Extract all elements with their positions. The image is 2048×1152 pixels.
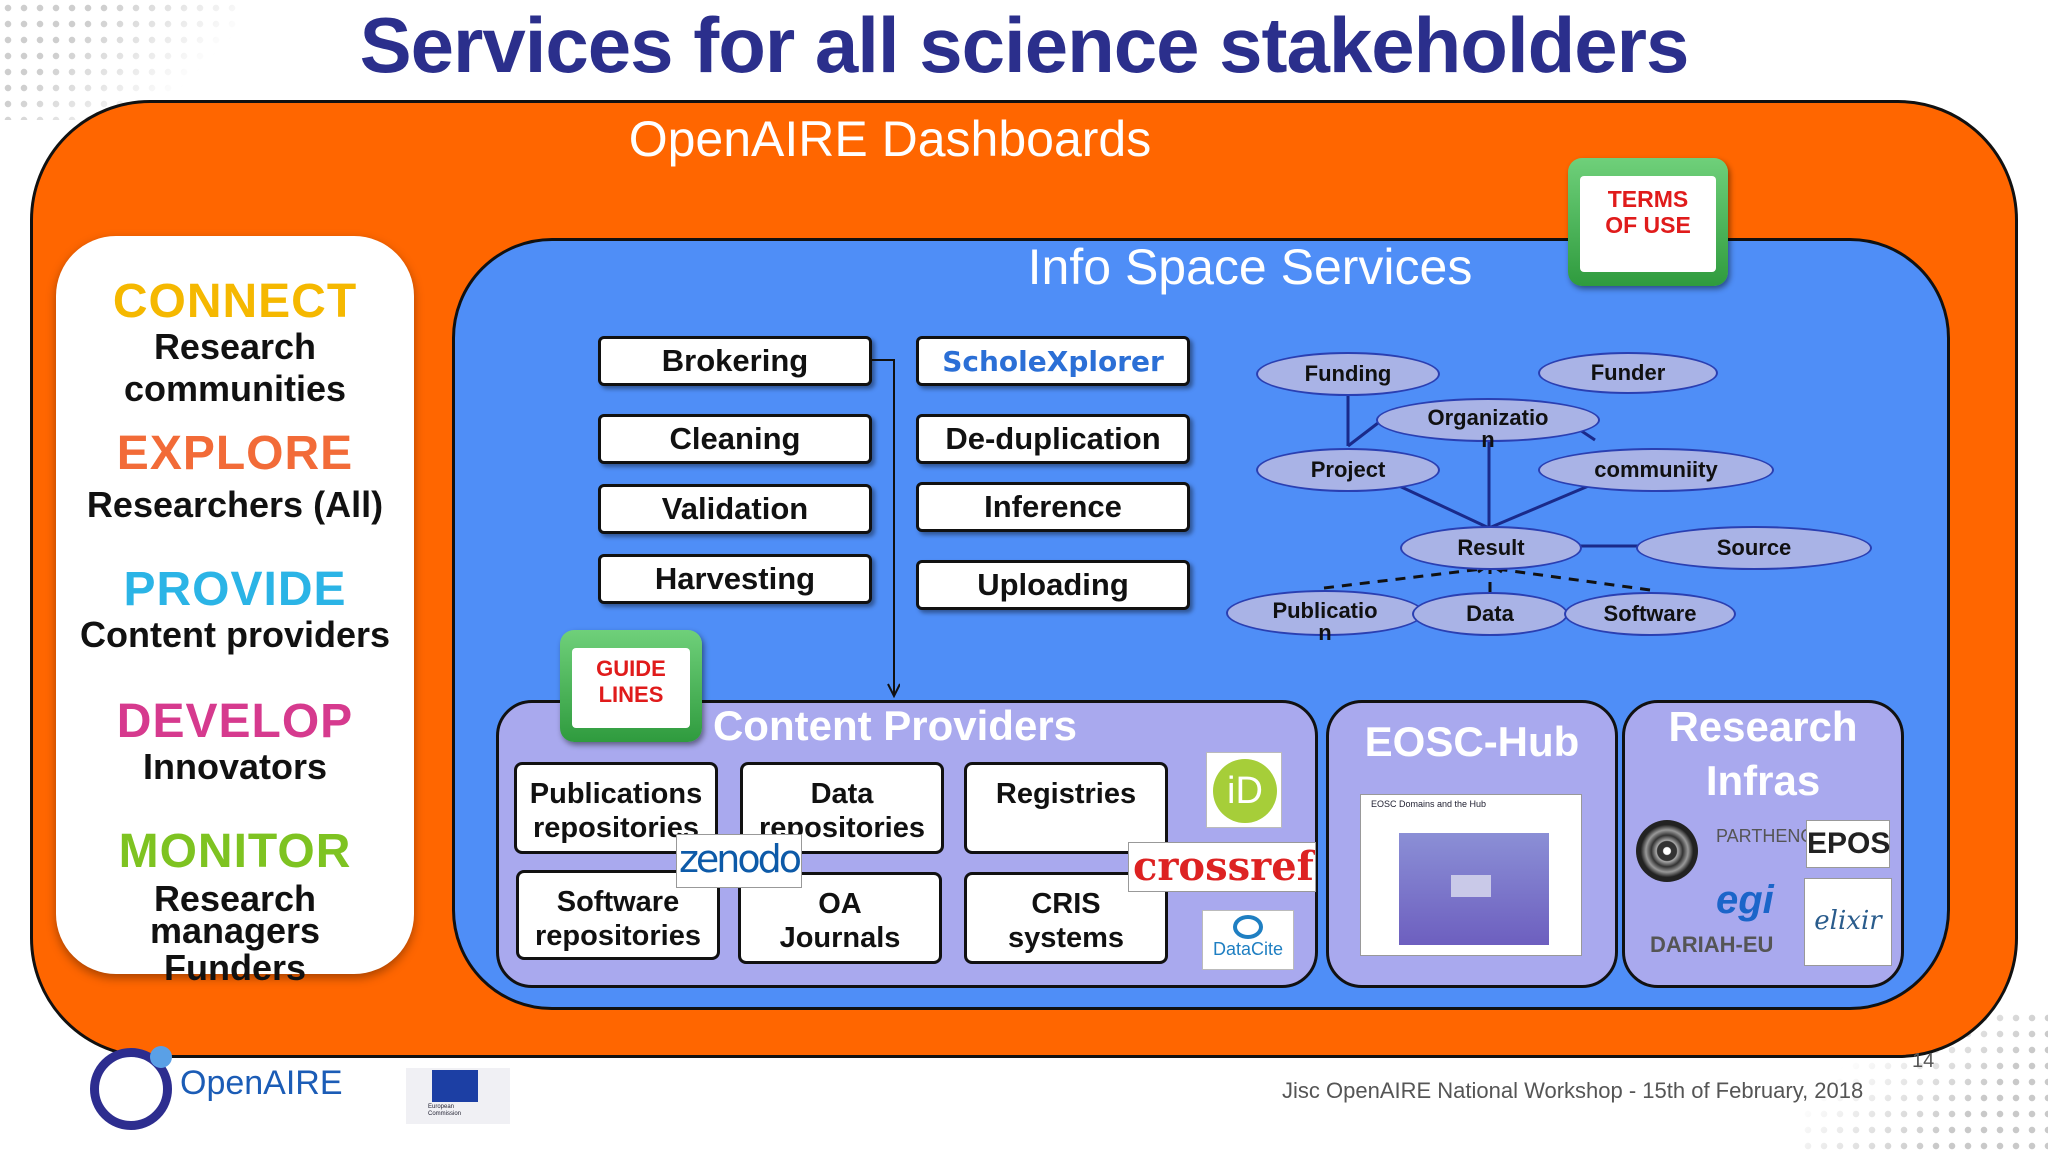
elixir-logo-text: elixir bbox=[1814, 906, 1882, 936]
service-brokering: Brokering bbox=[598, 336, 872, 386]
provide-heading: PROVIDE bbox=[123, 563, 347, 616]
terms-line-1: TERMS bbox=[1607, 186, 1689, 212]
zenodo-logo-text: zenodo bbox=[678, 837, 802, 881]
eu-flag-icon bbox=[432, 1070, 478, 1102]
explore-heading: EXPLORE bbox=[116, 427, 354, 480]
stakeholder-monitor: MONITOR Research managers Funders bbox=[56, 828, 414, 990]
brokering-connector bbox=[872, 359, 900, 699]
cp-box-1-line-1: Publications bbox=[529, 778, 703, 810]
develop-sub-1: Innovators bbox=[142, 746, 328, 787]
node-software: Software bbox=[1564, 592, 1736, 636]
cp-box-5-line-1: OA bbox=[818, 888, 862, 920]
node-result: Result bbox=[1400, 526, 1582, 570]
openaire-brand-text: OpenAIRE bbox=[180, 1064, 343, 1102]
terms-line-2: OF USE bbox=[1605, 212, 1691, 238]
cp-box-1-line-2: repositories bbox=[533, 812, 699, 844]
service-harvesting: Harvesting bbox=[598, 554, 872, 604]
stakeholder-connect: CONNECT Research communities bbox=[56, 278, 414, 410]
datacite-logo-text: DataCite bbox=[1212, 939, 1284, 959]
cp-box-6-line-2: systems bbox=[1007, 922, 1125, 954]
research-infras-line-1: Research bbox=[1668, 703, 1858, 750]
stakeholder-explore: EXPLORE Researchers (All) bbox=[56, 430, 414, 526]
monitor-sub-2: managers bbox=[149, 910, 321, 951]
monitor-heading: MONITOR bbox=[118, 825, 352, 878]
service-uploading: Uploading bbox=[916, 560, 1190, 610]
node-organization-label: Organizatio n bbox=[1427, 405, 1549, 452]
crossref-logo-text: crossref bbox=[1133, 843, 1314, 890]
connect-sub-2: communities bbox=[123, 368, 347, 409]
crossref-logo: crossref bbox=[1128, 842, 1316, 892]
stakeholders-panel: CONNECT Research communities EXPLORE Res… bbox=[56, 236, 414, 988]
orcid-icon-text: iD bbox=[1227, 770, 1263, 812]
openaire-logo-icon bbox=[90, 1048, 172, 1130]
node-community: communiity bbox=[1538, 448, 1774, 492]
datacite-icon bbox=[1233, 915, 1263, 939]
node-funder: Funder bbox=[1538, 352, 1718, 394]
egi-logo-text: egi bbox=[1716, 878, 1774, 922]
research-infras-label: Research Infras bbox=[1622, 700, 1904, 808]
cp-box-4-line-1: Software bbox=[556, 886, 680, 918]
connect-sub-1: Research bbox=[153, 326, 317, 367]
dashboards-label: OpenAIRE Dashboards bbox=[628, 111, 1152, 167]
footer-event-text: Jisc OpenAIRE National Workshop - 15th o… bbox=[1282, 1078, 1864, 1103]
service-validation: Validation bbox=[598, 484, 872, 534]
terms-of-use-text: TERMS OF USE bbox=[1580, 176, 1716, 272]
service-deduplication: De-duplication bbox=[916, 414, 1190, 464]
eosc-hub-diagram-image: EOSC Domains and the Hub bbox=[1360, 794, 1582, 956]
content-providers-label: Content Providers bbox=[712, 702, 1078, 749]
node-organization: Organizatio n bbox=[1376, 398, 1600, 451]
stakeholder-develop: DEVELOP Innovators bbox=[56, 698, 414, 788]
cp-box-2-line-1: Data bbox=[810, 778, 874, 810]
service-inference: Inference bbox=[916, 482, 1190, 532]
cris-systems: CRIS systems bbox=[964, 872, 1168, 964]
guide-line-2: LINES bbox=[598, 682, 664, 707]
orcid-icon: iD bbox=[1213, 759, 1277, 823]
cp-box-3-line-1: Registries bbox=[995, 778, 1137, 810]
monitor-sub-1: Research bbox=[153, 878, 317, 919]
service-scholexplorer: ScholeXplorer bbox=[916, 336, 1190, 386]
eu-flag-logo: European Commission bbox=[406, 1068, 510, 1124]
info-space-label: Info Space Services bbox=[1027, 239, 1473, 295]
node-funding: Funding bbox=[1256, 352, 1440, 396]
provide-sub-1: Content providers bbox=[79, 614, 391, 655]
epos-logo: EPOS bbox=[1806, 820, 1890, 868]
dariah-logo-text: DARIAH-EU bbox=[1650, 932, 1774, 957]
parthenos-logo-text: PARTHENOS bbox=[1716, 826, 1827, 846]
guide-line-1: GUIDE bbox=[596, 656, 666, 681]
parthenos-icon bbox=[1636, 820, 1698, 882]
node-project: Project bbox=[1256, 448, 1440, 492]
datacite-logo: DataCite bbox=[1202, 910, 1294, 970]
service-cleaning: Cleaning bbox=[598, 414, 872, 464]
zenodo-logo: zenodo bbox=[676, 834, 802, 888]
registries: Registries bbox=[964, 762, 1168, 854]
eosc-hub-label: EOSC-Hub bbox=[1364, 718, 1580, 765]
develop-heading: DEVELOP bbox=[116, 695, 354, 748]
monitor-sub-3: Funders bbox=[163, 947, 306, 988]
eosc-image-title: EOSC Domains and the Hub bbox=[1371, 799, 1487, 809]
node-publication-label: Publicatio n bbox=[1272, 598, 1378, 645]
guidelines-badge: GUIDE LINES bbox=[560, 630, 702, 742]
eu-commission-text: European Commission bbox=[428, 1104, 462, 1117]
terms-of-use-badge: TERMS OF USE bbox=[1568, 158, 1728, 286]
orcid-logo: iD bbox=[1206, 752, 1282, 828]
openaire-logo-notch bbox=[150, 1046, 172, 1068]
cp-box-6-line-1: CRIS bbox=[1031, 888, 1101, 920]
node-publication: Publicatio n bbox=[1226, 590, 1424, 644]
slide-title: Services for all science stakeholders bbox=[359, 1, 1690, 89]
node-data: Data bbox=[1412, 592, 1568, 636]
cp-box-5-line-2: Journals bbox=[779, 922, 901, 954]
epos-logo-text: EPOS bbox=[1807, 827, 1891, 860]
eosc-image-hub-block bbox=[1451, 875, 1491, 897]
page-number: 14 bbox=[1912, 1050, 1935, 1072]
connect-heading: CONNECT bbox=[112, 275, 358, 328]
explore-sub-1: Researchers (All) bbox=[86, 484, 384, 525]
cp-box-4-line-2: repositories bbox=[535, 920, 701, 952]
elixir-logo: elixir bbox=[1804, 878, 1892, 966]
node-source: Source bbox=[1636, 526, 1872, 570]
guidelines-text: GUIDE LINES bbox=[572, 648, 690, 728]
research-infras-line-2: Infras bbox=[1705, 757, 1821, 804]
stakeholder-provide: PROVIDE Content providers bbox=[56, 566, 414, 656]
scholexplorer-logo-text: ScholeXplorer bbox=[942, 344, 1164, 378]
